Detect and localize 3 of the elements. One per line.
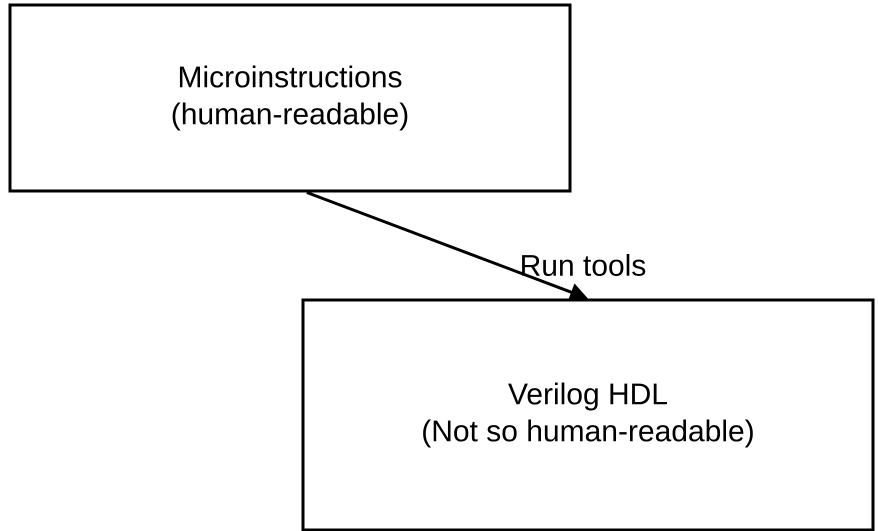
- edge-label: Run tools: [522, 254, 646, 276]
- process-box: Verilog HDL (Not so human-readable): [302, 298, 874, 531]
- process-box: Microinstructions (human-readable): [8, 4, 572, 192]
